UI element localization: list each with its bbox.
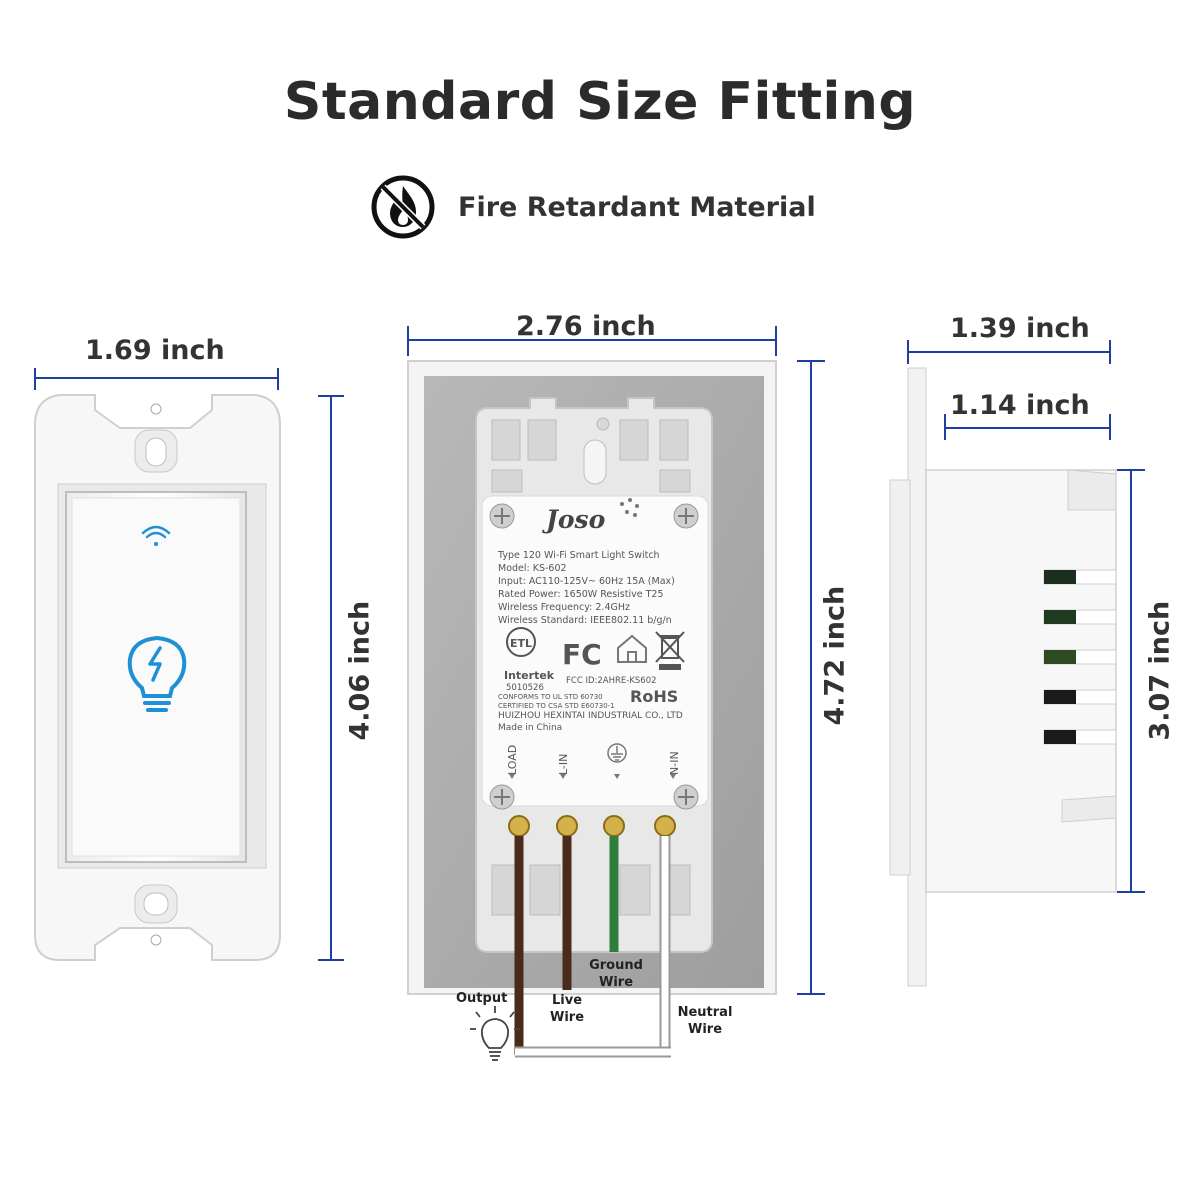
etl-mark: ETL xyxy=(510,637,532,650)
side-view xyxy=(889,367,1117,987)
wires xyxy=(514,836,671,1058)
spec-line: Type 120 Wi-Fi Smart Light Switch xyxy=(497,550,660,561)
no-fire-icon xyxy=(371,175,435,239)
dimension-lines xyxy=(34,326,1145,995)
spec-line: Wireless Standard: IEEE802.11 b/g/n xyxy=(498,615,672,626)
manufacturer-line: HUIZHOU HEXINTAI INDUSTRIAL CO., LTD xyxy=(498,711,683,721)
output-bulb-icon xyxy=(470,1006,520,1061)
ground-symbol-icon xyxy=(607,743,627,763)
terminal-screw-icon xyxy=(508,815,676,837)
front-width-label: 1.69 inch xyxy=(85,335,225,366)
wifi-icon xyxy=(141,525,171,546)
terminal-load: LOAD xyxy=(506,745,519,775)
spec-line: Model: KS-602 xyxy=(498,563,567,574)
side-depth-label: 1.14 inch xyxy=(950,390,1090,421)
side-width-label: 1.39 inch xyxy=(950,313,1090,344)
weee-bin-icon xyxy=(655,631,685,670)
cert-number: 5010526 xyxy=(506,683,544,693)
output-label: Output xyxy=(456,991,508,1006)
screw-icon xyxy=(489,503,699,810)
etl-mark-icon xyxy=(506,627,536,657)
terminal-n-in: N-IN xyxy=(668,751,681,775)
home-recycle-icon xyxy=(617,634,647,663)
spec-line: Rated Power: 1650W Resistive T25 xyxy=(498,589,664,600)
conforms-line: CONFORMS TO UL STD 60730 xyxy=(498,693,603,701)
back-view: Joso Type 120 Wi-Fi Smart Light Switch M… xyxy=(407,360,777,1061)
front-view xyxy=(34,394,281,961)
fcc-mark: FC xyxy=(562,638,602,671)
intertek-label: Intertek xyxy=(504,669,555,682)
rohs-mark: RoHS xyxy=(630,687,678,706)
side-slots xyxy=(1043,569,1117,745)
plate-width-label: 2.76 inch xyxy=(516,311,656,342)
spec-line: Input: AC110-125V~ 60Hz 15A (Max) xyxy=(498,576,675,587)
feature-label: Fire Retardant Material xyxy=(458,191,816,223)
spec-line: Wireless Frequency: 2.4GHz xyxy=(498,602,630,613)
feature-row: Fire Retardant Material xyxy=(370,172,816,242)
fcc-id: FCC ID:2AHRE-KS602 xyxy=(566,676,657,686)
brand-logo: Joso xyxy=(542,505,605,534)
certified-line: CERTIFIED TO CSA STD E60730-1 xyxy=(498,702,615,710)
bulb-icon xyxy=(127,635,187,712)
made-in-line: Made in China xyxy=(498,723,562,733)
page-title: Standard Size Fitting xyxy=(283,72,917,132)
terminal-l-in: L-IN xyxy=(557,754,570,775)
